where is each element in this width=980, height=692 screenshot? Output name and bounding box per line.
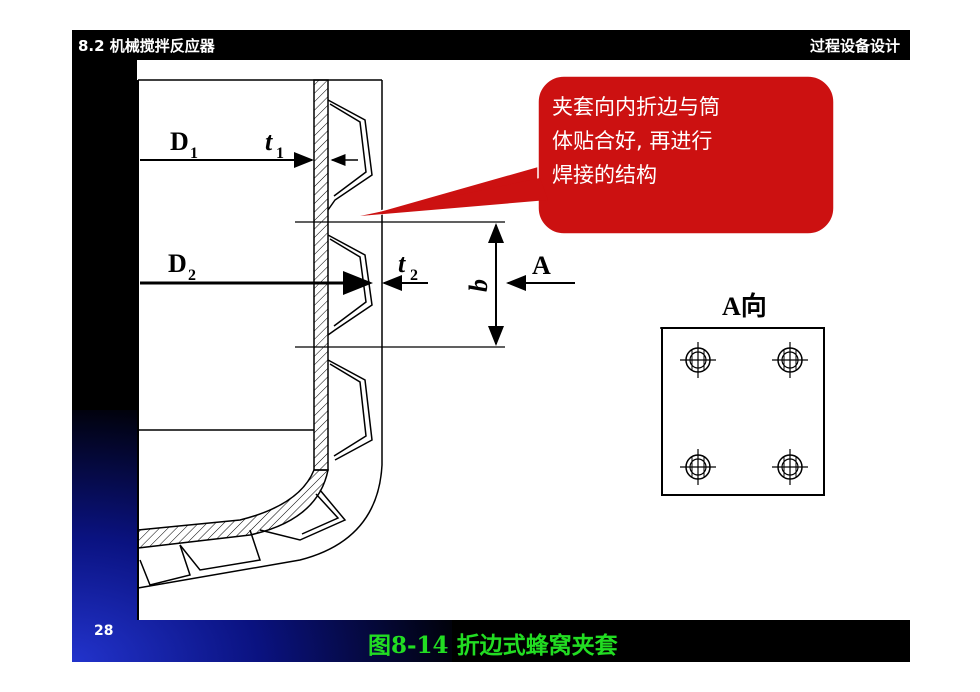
slide-number: 28	[94, 623, 114, 639]
b-label: b	[464, 279, 493, 292]
caption-bar: 图8-14 折边式蜂窝夹套	[72, 622, 910, 662]
a-arrow-label: A	[532, 251, 551, 280]
t1-subscript: 1	[276, 145, 284, 162]
callout-line: 焊接的结构	[552, 163, 657, 187]
d1-subscript: 1	[190, 145, 198, 162]
view-a-arrow: A	[506, 251, 575, 291]
t2-label: t	[398, 249, 406, 278]
callout-line: 体贴合好, 再进行	[552, 129, 713, 153]
dimension-d2: D 2 t 2	[140, 249, 428, 295]
a-view-title: A向	[722, 291, 767, 321]
d2-label: D	[168, 249, 187, 278]
d2-subscript: 2	[188, 267, 196, 284]
bolt-hole-bottom-right	[772, 449, 808, 485]
a-view-detail: A向	[660, 291, 825, 496]
dimension-b: b	[295, 221, 505, 348]
callout-line: 夹套向内折边与筒	[552, 95, 720, 119]
callout-bubble	[355, 75, 835, 235]
bolt-hole-top-left	[680, 342, 716, 378]
course-title: 过程设备设计	[809, 37, 900, 55]
section-title: 8.2 机械搅拌反应器	[78, 37, 215, 55]
vessel-shell	[137, 79, 382, 620]
d1-label: D	[170, 127, 189, 156]
bolt-hole-top-right	[772, 342, 808, 378]
t2-subscript: 2	[410, 267, 418, 284]
figure-caption: 图8-14 折边式蜂窝夹套	[368, 632, 618, 659]
t1-label: t	[265, 127, 273, 156]
callout-text: 夹套向内折边与筒 体贴合好, 再进行 焊接的结构	[552, 90, 822, 192]
honeycomb-jacket	[137, 80, 383, 589]
bolt-hole-bottom-left	[680, 449, 716, 485]
dimension-d1: D 1 t 1	[140, 127, 358, 168]
